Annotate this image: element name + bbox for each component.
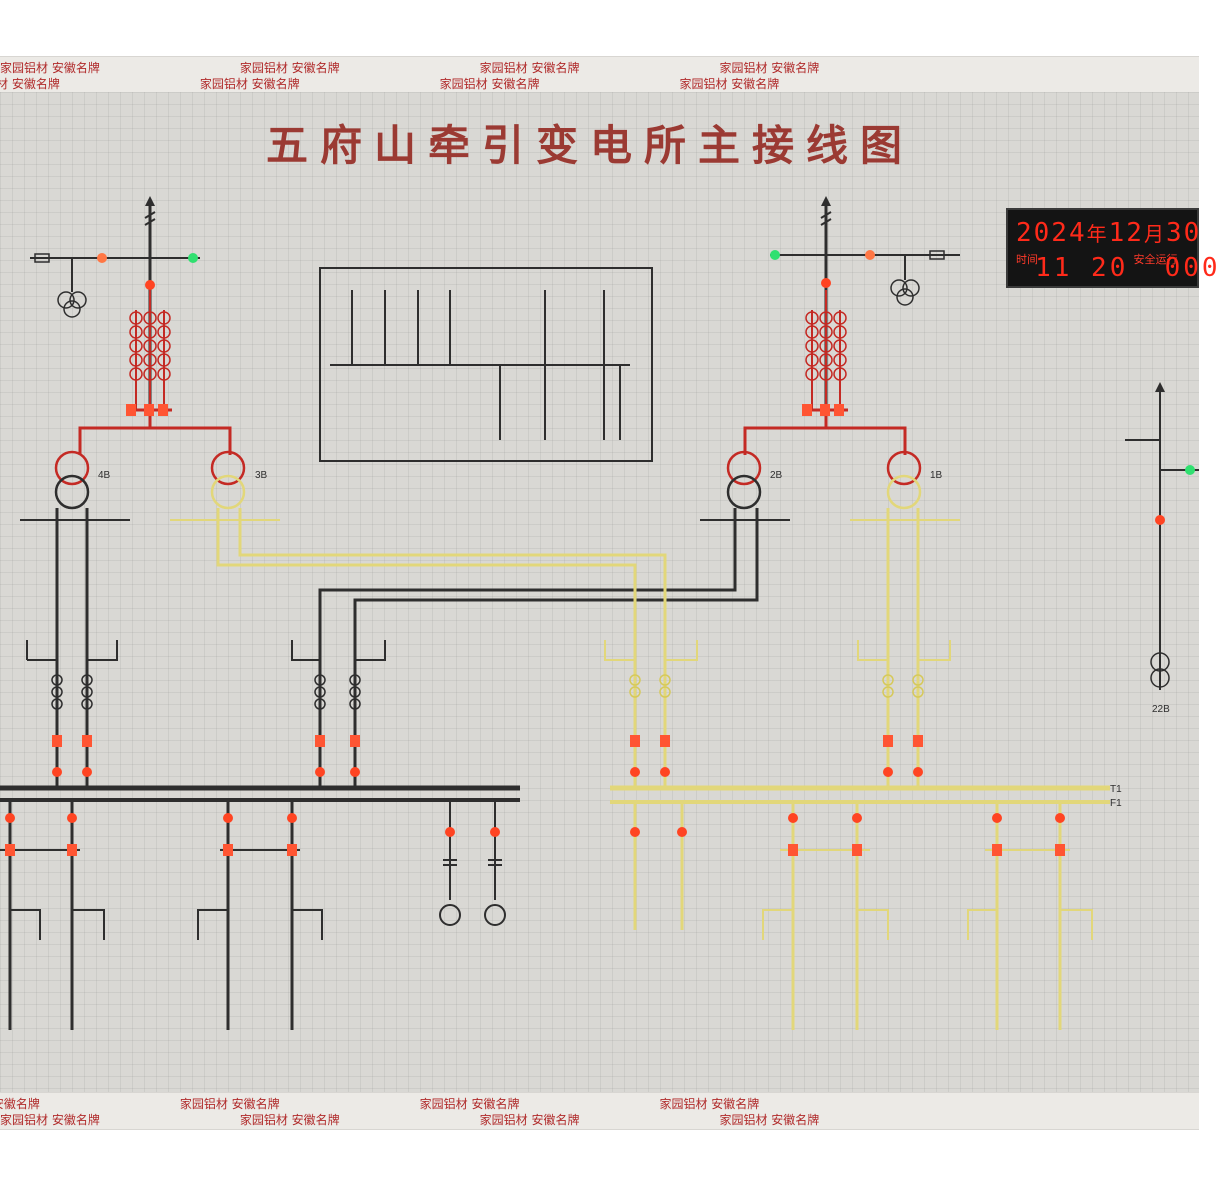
transformer-4b (54, 450, 90, 510)
incoming-line-2 (30, 196, 200, 410)
label-2b: 2B (770, 470, 783, 481)
lamp-aux-green (1185, 465, 1195, 475)
label-3b: 3B (255, 470, 268, 481)
label-time: 时间 (1016, 253, 1038, 266)
lamp-1020k (97, 253, 107, 263)
outputs-4b (20, 508, 130, 790)
lamp-1021 (145, 280, 155, 290)
label-22b: 22B (1152, 704, 1170, 715)
grounding-panel (319, 267, 653, 462)
feeders-left (0, 800, 506, 1030)
label-safe-run: 安全运行 (1133, 253, 1178, 266)
ct-stack-left (78, 290, 232, 455)
diagram-title: 五府山牵引变电所主接线图 (265, 121, 914, 170)
clock-year: 2024 (1016, 218, 1087, 248)
led-clock-display: 2024年12月30 时间 11 20 安全运行 000 (1006, 208, 1218, 288)
lamp-1019-green (188, 253, 198, 263)
lamps (5, 250, 1195, 856)
transformer-3b (210, 450, 246, 510)
label-1b: 1B (930, 470, 943, 481)
clock-time: 11 20 (1035, 253, 1129, 283)
outputs-3b (170, 508, 698, 790)
lamp-1011-green (770, 250, 780, 260)
ct-stack-right (743, 290, 907, 455)
output-cts (51, 674, 924, 710)
outputs-1b (850, 508, 960, 790)
aux-circuit-22b (1125, 382, 1199, 690)
label-4b: 4B (98, 470, 111, 481)
clock-day: 30 (1165, 218, 1202, 248)
incoming-line-1 (770, 196, 960, 410)
lamp-1010 (821, 278, 831, 288)
label-bus-f1: F1 (1110, 798, 1122, 809)
transformer-1b (886, 450, 922, 510)
busbars (0, 785, 1110, 804)
outputs-2b (291, 508, 790, 790)
label-bus-t1: T1 (1110, 784, 1122, 795)
lamp-aux (1155, 515, 1165, 525)
clock-month: 12 (1108, 218, 1144, 248)
diagram-labels: 4B 3B 2B 1B 22B T1 F1 (98, 470, 1170, 809)
transformer-2b (726, 450, 762, 510)
feeders-right (633, 802, 1093, 1030)
safe-days: 000 (1164, 253, 1221, 283)
lamp-1012k (865, 250, 875, 260)
